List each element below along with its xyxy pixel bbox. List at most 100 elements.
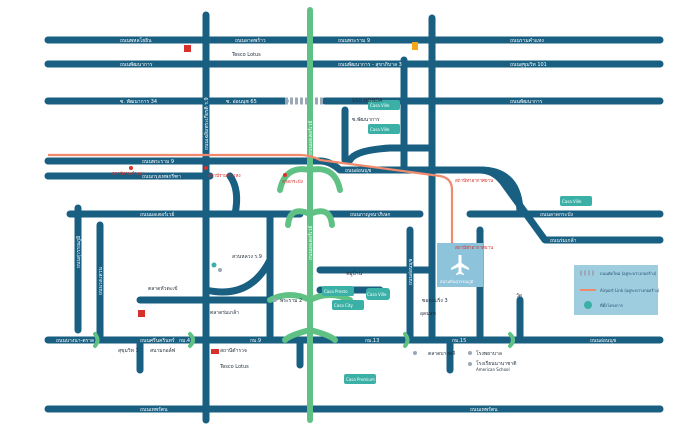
- mall-icon-2: [138, 310, 145, 317]
- label-school-th: โรงเรียนนานาชาติ: [476, 360, 516, 367]
- poi-icon-1: [211, 262, 217, 268]
- station-2-marker: [204, 166, 208, 170]
- label-place-e: ตลาดบางพลี: [428, 350, 455, 357]
- label-tesco-top: Tesco Lotus: [231, 52, 261, 58]
- label-place-j: วัด: [516, 293, 522, 299]
- label-place-k: สนามกอล์ฟ: [150, 347, 176, 354]
- label-onnut2: ถนนอ่อนนุช: [590, 338, 617, 344]
- label-top1c: ถนนพระราม 9: [338, 38, 370, 44]
- road-link-4: [346, 144, 434, 164]
- label-place-a: สวนหลวง ร.9: [232, 254, 262, 260]
- label-place-d: สถานีตำรวจ: [220, 347, 247, 354]
- label-ladkrabang: ถนนลาดกระบัง: [540, 212, 574, 218]
- project-marker-7: [560, 196, 592, 206]
- label-top1d: ถนนรามคำแหง: [510, 38, 544, 44]
- label-place-l: สุขุมวิท 1: [118, 347, 139, 354]
- project-markers: [322, 100, 592, 384]
- legend-project-label: ที่ตั้งโครงการ: [600, 301, 624, 308]
- interchange-loops: [93, 332, 515, 348]
- project-label-6: Casa Premium: [346, 377, 375, 382]
- label-vertical-1: ถนนเฉลิมพระเกียรติ ร.9: [203, 97, 210, 150]
- label-km13: กม.13: [365, 338, 379, 344]
- poi-icon-5: [468, 351, 472, 355]
- project-label-2: Casa Ville: [370, 127, 390, 132]
- airport-label: สนามบินสุวรรณภูมิ: [440, 279, 474, 285]
- label-honda: SSD HONDA: [352, 98, 383, 104]
- label-srinakarin: ถนนศรีนครินทร์: [140, 337, 175, 344]
- road-spurs: [136, 336, 454, 374]
- label-top1b: ถนนลาดพร้าว: [235, 37, 266, 44]
- label-krungthep: ถนนกรุงเทพกรีฑา: [142, 173, 181, 180]
- legend-airport-label: Airport Link (อยู่ระหว่างก่อสร้าง): [600, 288, 660, 294]
- label-vertical-2: ถนนวงแหวน: [98, 267, 104, 295]
- label-vertical-5: ถนนมอเตอร์เวย์: [307, 121, 314, 155]
- expressway-ramp-2: [285, 208, 335, 228]
- label-place-g: พระราม 2: [280, 298, 302, 304]
- label-place-f: โรงพยาบาล: [476, 350, 502, 357]
- project-label-7: Casa Ville: [562, 199, 582, 204]
- hospital-icon: [211, 349, 219, 354]
- label-top2b: ถนนพัฒนาการ - สุขาภิบาล 3: [338, 61, 402, 68]
- label-bangna: ถนนบางนา-ตราด: [56, 338, 94, 344]
- label-romklao: ถนนร่มเกล้า: [550, 237, 577, 244]
- project-marker-3: [322, 286, 354, 296]
- airplane-icon: [451, 255, 469, 275]
- label-bottom: ถนนเทพรัตน: [140, 407, 168, 413]
- station-5-label: สถานีท่าอากาศยาน: [455, 245, 493, 251]
- label-top2c: ถนนสุขุมวิท 101: [510, 61, 547, 68]
- label-km15: กม.15: [452, 338, 466, 344]
- station-3-label: ลาดกระบัง: [282, 179, 303, 185]
- label-motorway: ถนนมอเตอร์เวย์: [140, 211, 174, 218]
- label-soi-place: ซ.พัฒนาการ: [352, 117, 380, 123]
- project-label-4: Casa City: [334, 303, 354, 308]
- label-soi-c: ถนนพัฒนาการ: [510, 99, 543, 105]
- station-4-label: สถานีท่าอากาศยาน: [455, 178, 493, 184]
- project-marker-6: [344, 374, 376, 384]
- poi-icon-2: [218, 268, 222, 272]
- label-bottom-2: ถนนเทพรัตน: [470, 407, 498, 413]
- label-village: หมู่บ้าน: [346, 270, 363, 277]
- expressway: [93, 7, 515, 423]
- school-icon: [468, 362, 472, 366]
- label-top2: ถนนพัฒนาการ: [120, 62, 153, 68]
- label-place-c: ตลาดร่มเกล้า: [210, 309, 239, 316]
- label-kanchana: ถนนกาญจนาภิเษก: [350, 211, 390, 218]
- label-vertical-3: ถนนสุวรรณภูมิ: [75, 236, 82, 268]
- project-marker-2: [368, 124, 400, 134]
- airport-link-line: [48, 153, 454, 245]
- road-link-6: [476, 166, 524, 218]
- project-icon: [584, 301, 592, 309]
- project-marker-4: [332, 300, 364, 310]
- label-place-b: ตลาดหัวตะเข้: [148, 285, 178, 292]
- project-marker-1: [368, 100, 400, 110]
- project-marker-5: [366, 288, 390, 300]
- legend-dashed-label: ถนนตัดใหม่ (อยู่ระหว่างก่อสร้าง): [600, 271, 657, 277]
- label-km9: กม.9: [250, 338, 261, 344]
- road-vert-2: [74, 204, 104, 344]
- label-rama9: ถนนพระราม 9: [142, 159, 174, 165]
- label-top1: ถนนพหลโยธิน: [120, 37, 152, 44]
- mall-icon: [184, 45, 191, 52]
- poi-icon-4: [413, 351, 417, 355]
- expressway-ramp-4: [282, 327, 338, 343]
- label-vertical-7: ถนนอ่อนนุช: [408, 258, 414, 285]
- label-tesco: Tesco Lotus: [219, 364, 249, 370]
- shop-icon: [412, 42, 418, 50]
- label-km4: กม.4: [179, 338, 190, 344]
- label-soi-b: ซ. อ่อนนุช 65: [226, 99, 257, 105]
- project-label-3: Casa Presto: [324, 289, 348, 294]
- road-link-2: [226, 172, 241, 218]
- poi-markers: [138, 42, 472, 366]
- label-school: American School: [476, 367, 510, 372]
- station-1-label: สถานีรามคำแหง: [112, 170, 145, 177]
- project-label-1: Casa Ville: [370, 103, 390, 108]
- station-1-marker: [129, 166, 133, 170]
- label-onnut: ถนนอ่อนนุช: [345, 168, 372, 174]
- expressway-ramp-1: [277, 166, 343, 193]
- station-2-label: สถานีรามคำแหง: [208, 172, 241, 179]
- poi-icon-3: [273, 298, 277, 302]
- label-soi: ซ. พัฒนาการ 34: [120, 99, 157, 105]
- project-label-5: Casa Ville: [367, 292, 387, 297]
